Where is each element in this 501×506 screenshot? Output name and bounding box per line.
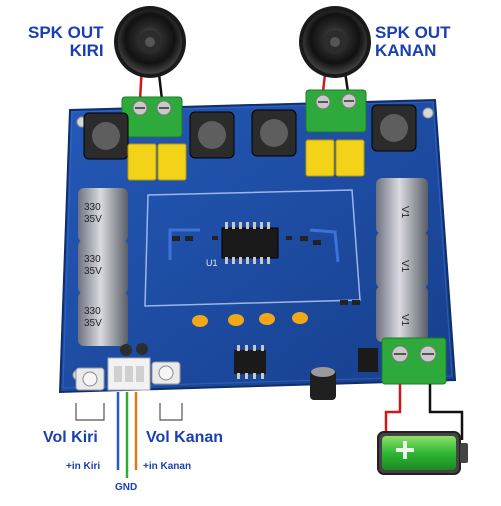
amplifier-chip: U1 (206, 222, 279, 268)
svg-text:330: 330 (84, 254, 101, 265)
input-wires (75, 392, 183, 478)
power-wires (384, 384, 464, 440)
label-gnd: GND (115, 482, 138, 493)
film-capacitors (127, 139, 365, 181)
spk-kiri-line1: SPK OUT (28, 23, 104, 42)
ceramic-capacitors (192, 312, 308, 327)
label-in-kanan: +in Kanan (143, 461, 192, 472)
svg-text:V1: V1 (399, 260, 410, 273)
label-in-kiri: +in Kiri (66, 461, 101, 472)
preamp-chip (234, 345, 266, 379)
battery-icon (377, 431, 468, 475)
svg-text:330: 330 (84, 306, 101, 317)
electrolytic-capacitors-left: 330 35V 330 35V 330 35V (78, 188, 128, 346)
svg-text:35V: 35V (84, 214, 102, 225)
smd-components (172, 236, 360, 305)
svg-text:U1: U1 (206, 258, 218, 268)
spk-kanan-line2: KANAN (375, 40, 437, 60)
terminal-left (121, 96, 183, 138)
label-spk-out-kiri: SPK OUT KIRI (28, 24, 104, 60)
label-spk-out-kanan: SPK OUT KANAN (375, 24, 451, 60)
input-connector (107, 357, 151, 391)
power-terminal (358, 337, 447, 385)
spk-kanan-line1: SPK OUT (375, 23, 451, 42)
label-vol-kanan: Vol Kanan (146, 429, 224, 446)
svg-text:V1: V1 (399, 206, 410, 219)
label-vol-kiri: Vol Kiri (43, 429, 98, 446)
svg-text:330: 330 (84, 202, 101, 213)
svg-text:V1: V1 (399, 314, 410, 327)
speaker-left (114, 6, 186, 78)
small-capacitor (310, 367, 336, 400)
electrolytic-capacitors-right: V1 V1 V1 (376, 178, 428, 342)
terminal-right (305, 89, 367, 133)
inductors (83, 104, 417, 160)
speaker-right (299, 6, 371, 78)
volume-pots (75, 343, 181, 391)
spk-kiri-line2: KIRI (69, 40, 104, 60)
svg-text:35V: 35V (84, 266, 102, 277)
svg-text:35V: 35V (84, 318, 102, 329)
